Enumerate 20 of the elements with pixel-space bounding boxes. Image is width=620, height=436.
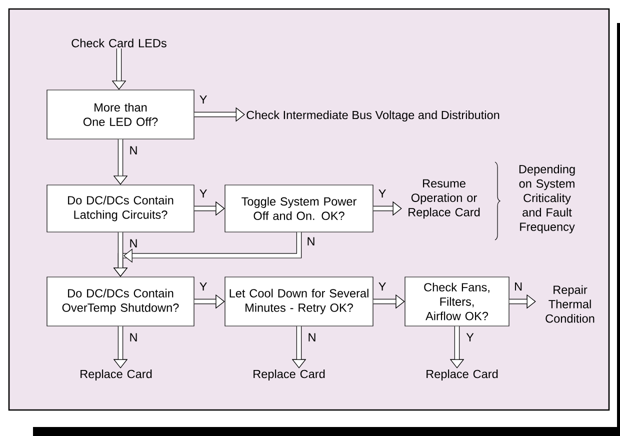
step-text: Replace Card: [80, 370, 152, 380]
note-text: Depending on System Criticality and Fault Frequency: [519, 164, 575, 234]
edge-label: N: [306, 236, 316, 246]
edge-label: N: [307, 332, 317, 342]
decision-box: Check Fans, Filters, Airflow OK?: [404, 276, 510, 326]
step-text: Check Intermediate Bus Voltage and Distribution: [246, 110, 500, 122]
decision-box: Let Cool Down for Several Minutes - Retry OK?: [224, 276, 374, 326]
step-text: Replace Card: [426, 370, 498, 380]
step-text: Check Card LEDs: [72, 38, 166, 48]
step-text: Replace Card: [254, 370, 325, 380]
decision-box: Do DC/DCs Contain OverTemp Shutdown?: [46, 276, 194, 326]
decision-box: Do DC/DCs Contain Latching Circuits?: [46, 184, 194, 232]
step-text: Repair Thermal Condition: [546, 285, 594, 323]
step-text: Resume Operation or Replace Card: [408, 179, 480, 219]
edge-label: N: [128, 332, 138, 342]
decision-box: More than One LED Off?: [46, 90, 194, 140]
decision-box: Toggle System Power Off and On. OK?: [224, 184, 374, 232]
edge-label: N: [128, 146, 138, 155]
edge-label: Y: [466, 332, 474, 342]
edge-label: N: [128, 238, 138, 248]
